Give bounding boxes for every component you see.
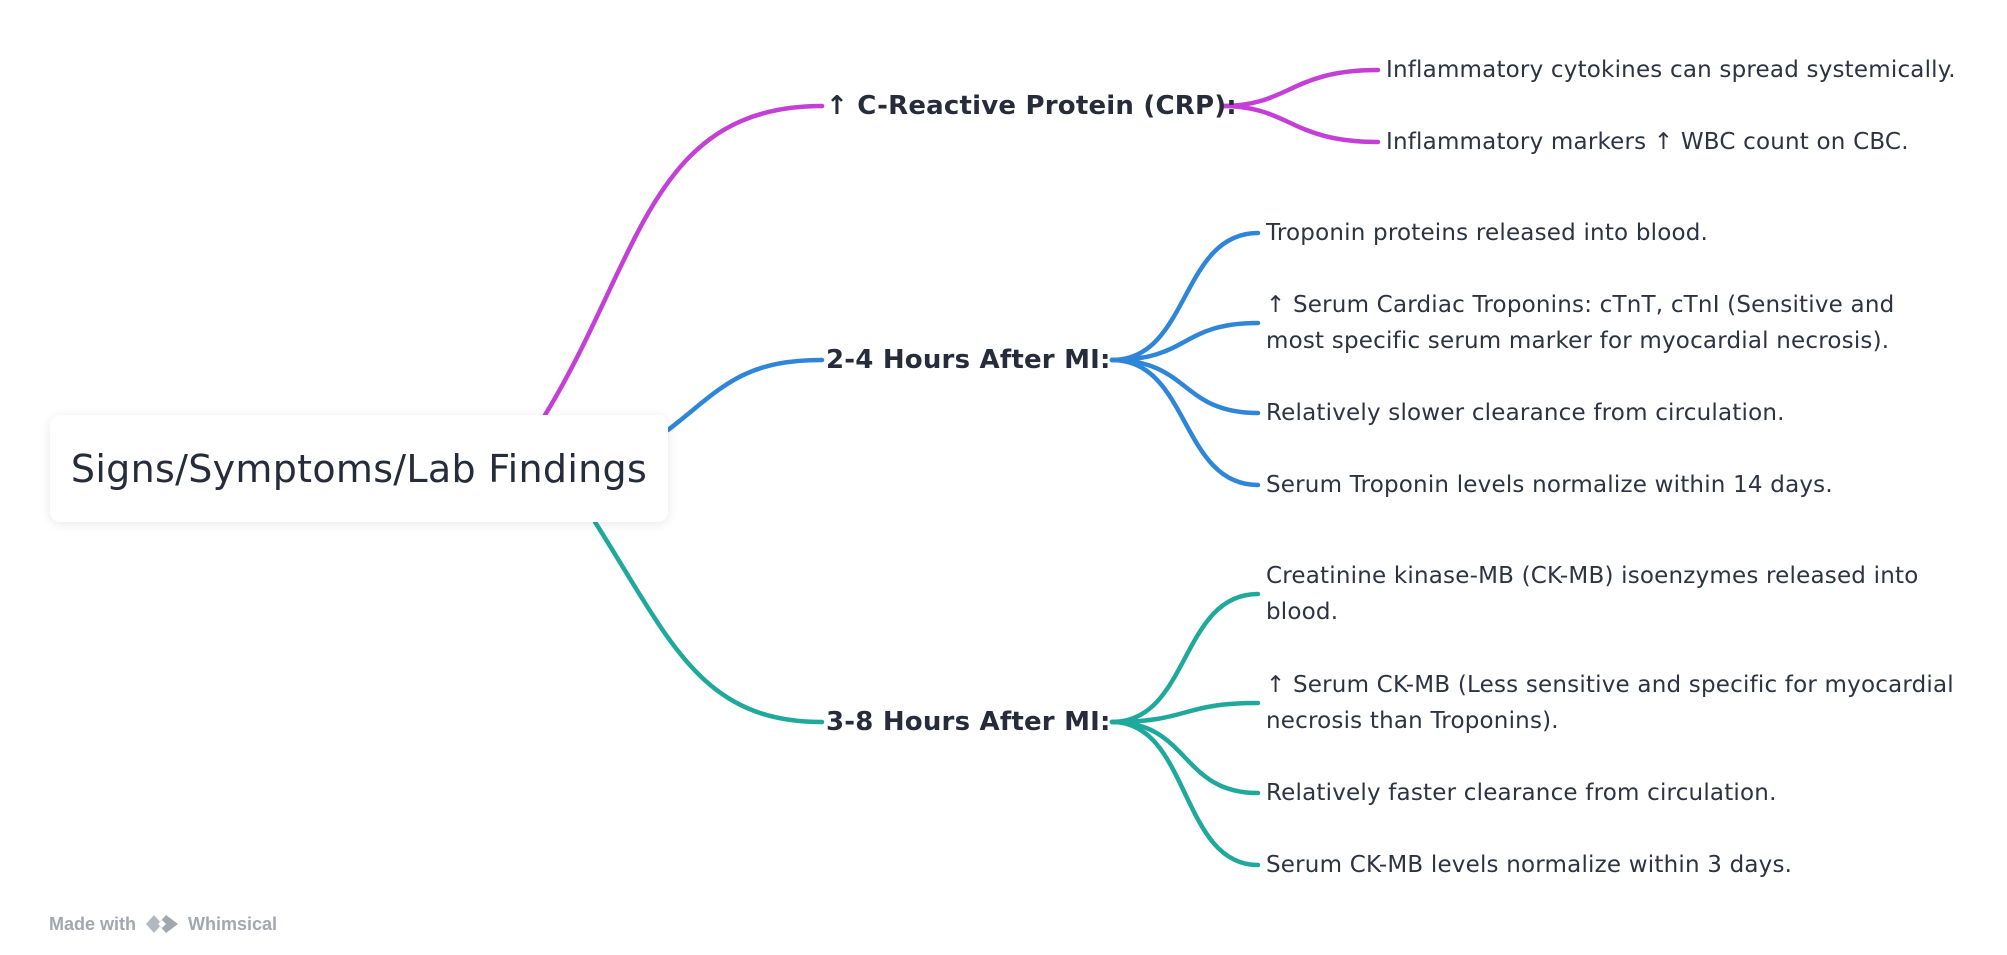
branch-crp[interactable]: ↑ C-Reactive Protein (CRP): bbox=[826, 89, 1237, 123]
root-node[interactable]: Signs/Symptoms/Lab Findings bbox=[50, 415, 668, 522]
connector-crp-leaf-1 bbox=[1219, 67, 1381, 109]
leaf-3-8-hours-1[interactable]: Creatinine kinase-MB (CK-MB) isoenzymes … bbox=[1266, 558, 1918, 630]
connector-crp-leaf-2 bbox=[1219, 103, 1381, 145]
leaf-text-line: Relatively slower clearance from circula… bbox=[1266, 400, 1785, 426]
leaf-2-4-hours-3[interactable]: Relatively slower clearance from circula… bbox=[1266, 395, 1785, 431]
leaf-3-8-hours-3[interactable]: Relatively faster clearance from circula… bbox=[1266, 775, 1777, 811]
connector-2-4-hours-leaf-2 bbox=[1109, 320, 1261, 363]
leaf-3-8-hours-4[interactable]: Serum CK-MB levels normalize within 3 da… bbox=[1266, 847, 1792, 883]
whimsical-logo-icon bbox=[144, 911, 180, 937]
branch-crp-label: ↑ C-Reactive Protein (CRP): bbox=[826, 91, 1237, 121]
leaf-2-4-hours-2[interactable]: ↑ Serum Cardiac Troponins: cTnT, cTnI (S… bbox=[1266, 287, 1894, 359]
connector-3-8-hours-leaf-3 bbox=[1109, 719, 1261, 796]
leaf-text-line: Inflammatory markers ↑ WBC count on CBC. bbox=[1386, 129, 1909, 155]
connector-2-4-hours-leaf-3 bbox=[1109, 357, 1261, 416]
leaf-2-4-hours-1[interactable]: Troponin proteins released into blood. bbox=[1266, 215, 1708, 251]
leaf-text-line: Inflammatory cytokines can spread system… bbox=[1386, 57, 1956, 83]
leaf-text-line: Troponin proteins released into blood. bbox=[1266, 220, 1709, 246]
connector-root-to-crp bbox=[542, 103, 825, 418]
leaf-text-line: Relatively faster clearance from circula… bbox=[1266, 780, 1777, 806]
leaf-text-line: ↑ Serum CK-MB (Less sensitive and specif… bbox=[1266, 672, 1954, 698]
leaf-text-line: Serum CK-MB levels normalize within 3 da… bbox=[1266, 852, 1793, 878]
leaf-text-line: ↑ Serum Cardiac Troponins: cTnT, cTnI (S… bbox=[1266, 292, 1895, 318]
connector-3-8-hours-leaf-2 bbox=[1109, 700, 1261, 725]
leaf-2-4-hours-4[interactable]: Serum Troponin levels normalize within 1… bbox=[1266, 467, 1833, 503]
brand-name: Whimsical bbox=[188, 913, 278, 934]
root-node-label: Signs/Symptoms/Lab Findings bbox=[70, 446, 648, 491]
made-with-whimsical-link[interactable]: Made with Whimsical bbox=[49, 910, 277, 938]
leaf-3-8-hours-2[interactable]: ↑ Serum CK-MB (Less sensitive and specif… bbox=[1266, 667, 1954, 739]
leaf-text-line: Creatinine kinase-MB (CK-MB) isoenzymes … bbox=[1266, 563, 1919, 589]
leaf-text-line: necrosis than Troponins). bbox=[1266, 708, 1559, 734]
leaf-text-line: Serum Troponin levels normalize within 1… bbox=[1266, 472, 1833, 498]
made-with-label: Made with bbox=[49, 913, 137, 934]
leaf-text-line: most specific serum marker for myocardia… bbox=[1266, 328, 1890, 354]
connector-3-8-hours-leaf-4 bbox=[1109, 719, 1261, 868]
connector-2-4-hours-leaf-4 bbox=[1109, 357, 1261, 488]
connector-3-8-hours-leaf-1 bbox=[1109, 591, 1261, 725]
branch-2-4-hours[interactable]: 2-4 Hours After MI: bbox=[826, 343, 1111, 377]
leaf-crp-1[interactable]: Inflammatory cytokines can spread system… bbox=[1386, 52, 1956, 88]
connector-root-to-2-4-hours bbox=[665, 357, 825, 433]
leaf-text-line: blood. bbox=[1266, 599, 1339, 625]
leaf-crp-2[interactable]: Inflammatory markers ↑ WBC count on CBC. bbox=[1386, 124, 1909, 160]
connector-root-to-3-8-hours bbox=[592, 519, 825, 725]
branch-3-8-hours-label: 3-8 Hours After MI: bbox=[826, 707, 1111, 737]
connector-2-4-hours-leaf-1 bbox=[1109, 230, 1261, 363]
branch-3-8-hours[interactable]: 3-8 Hours After MI: bbox=[826, 705, 1111, 739]
branch-2-4-hours-label: 2-4 Hours After MI: bbox=[826, 345, 1111, 375]
